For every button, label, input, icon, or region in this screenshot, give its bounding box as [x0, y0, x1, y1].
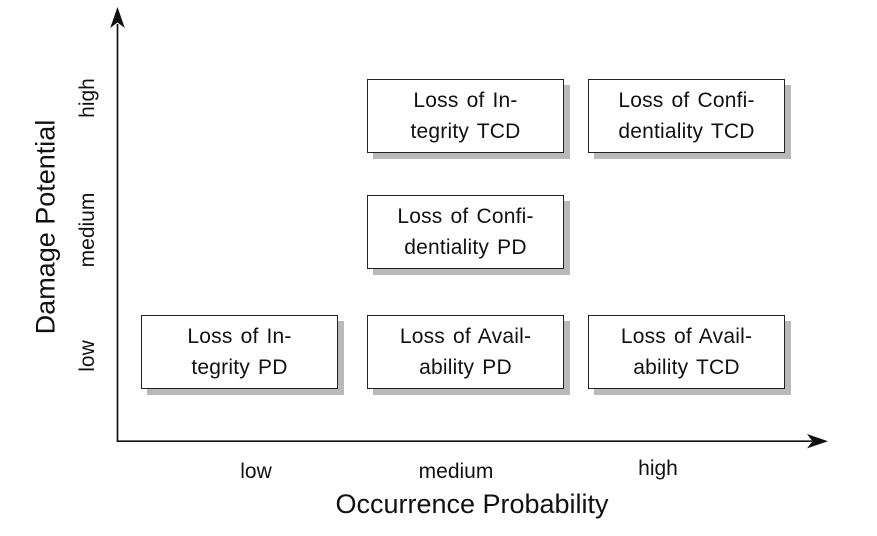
y-axis-title: Damage Potential: [30, 119, 61, 335]
box-loss-of-availability-pd: Loss of Avail- ability PD: [367, 315, 564, 389]
box-text-line2: tegrity TCD: [410, 120, 521, 143]
y-axis-arrowhead: [110, 7, 125, 28]
box-text-line2: ability TCD: [633, 356, 740, 379]
box-text-line1: Loss of Avail-: [399, 325, 532, 348]
box-loss-of-integrity-tcd: Loss of In- tegrity TCD: [367, 79, 564, 153]
x-tick-low: low: [240, 460, 272, 483]
box-loss-of-integrity-pd: Loss of In- tegrity PD: [141, 315, 338, 389]
box-loss-of-confidentiality-tcd: Loss of Confi- dentiality TCD: [588, 79, 785, 153]
box-text-line1: Loss of In-: [413, 89, 518, 112]
y-tick-high: high: [76, 78, 99, 118]
box-loss-of-confidentiality-pd: Loss of Confi- dentiality PD: [367, 195, 564, 269]
box-loss-of-availability-tcd: Loss of Avail- ability TCD: [588, 315, 785, 389]
box-text-line1: Loss of Confi-: [618, 89, 755, 112]
box-text-line2: dentiality TCD: [618, 120, 755, 143]
x-axis-arrowhead: [807, 434, 828, 449]
box-text-line2: dentiality PD: [404, 236, 527, 259]
y-tick-low: low: [76, 340, 99, 372]
box-text-line2: ability PD: [419, 356, 512, 379]
x-tick-high: high: [638, 457, 678, 480]
box-text-line1: Loss of Confi-: [397, 205, 534, 228]
x-axis-title: Occurrence Probability: [335, 489, 609, 519]
box-text-line1: Loss of In-: [187, 325, 292, 348]
box-text-line2: tegrity PD: [191, 356, 288, 379]
x-tick-medium: medium: [418, 460, 494, 483]
y-tick-medium: medium: [76, 192, 99, 268]
box-text-line1: Loss of Avail-: [620, 325, 753, 348]
